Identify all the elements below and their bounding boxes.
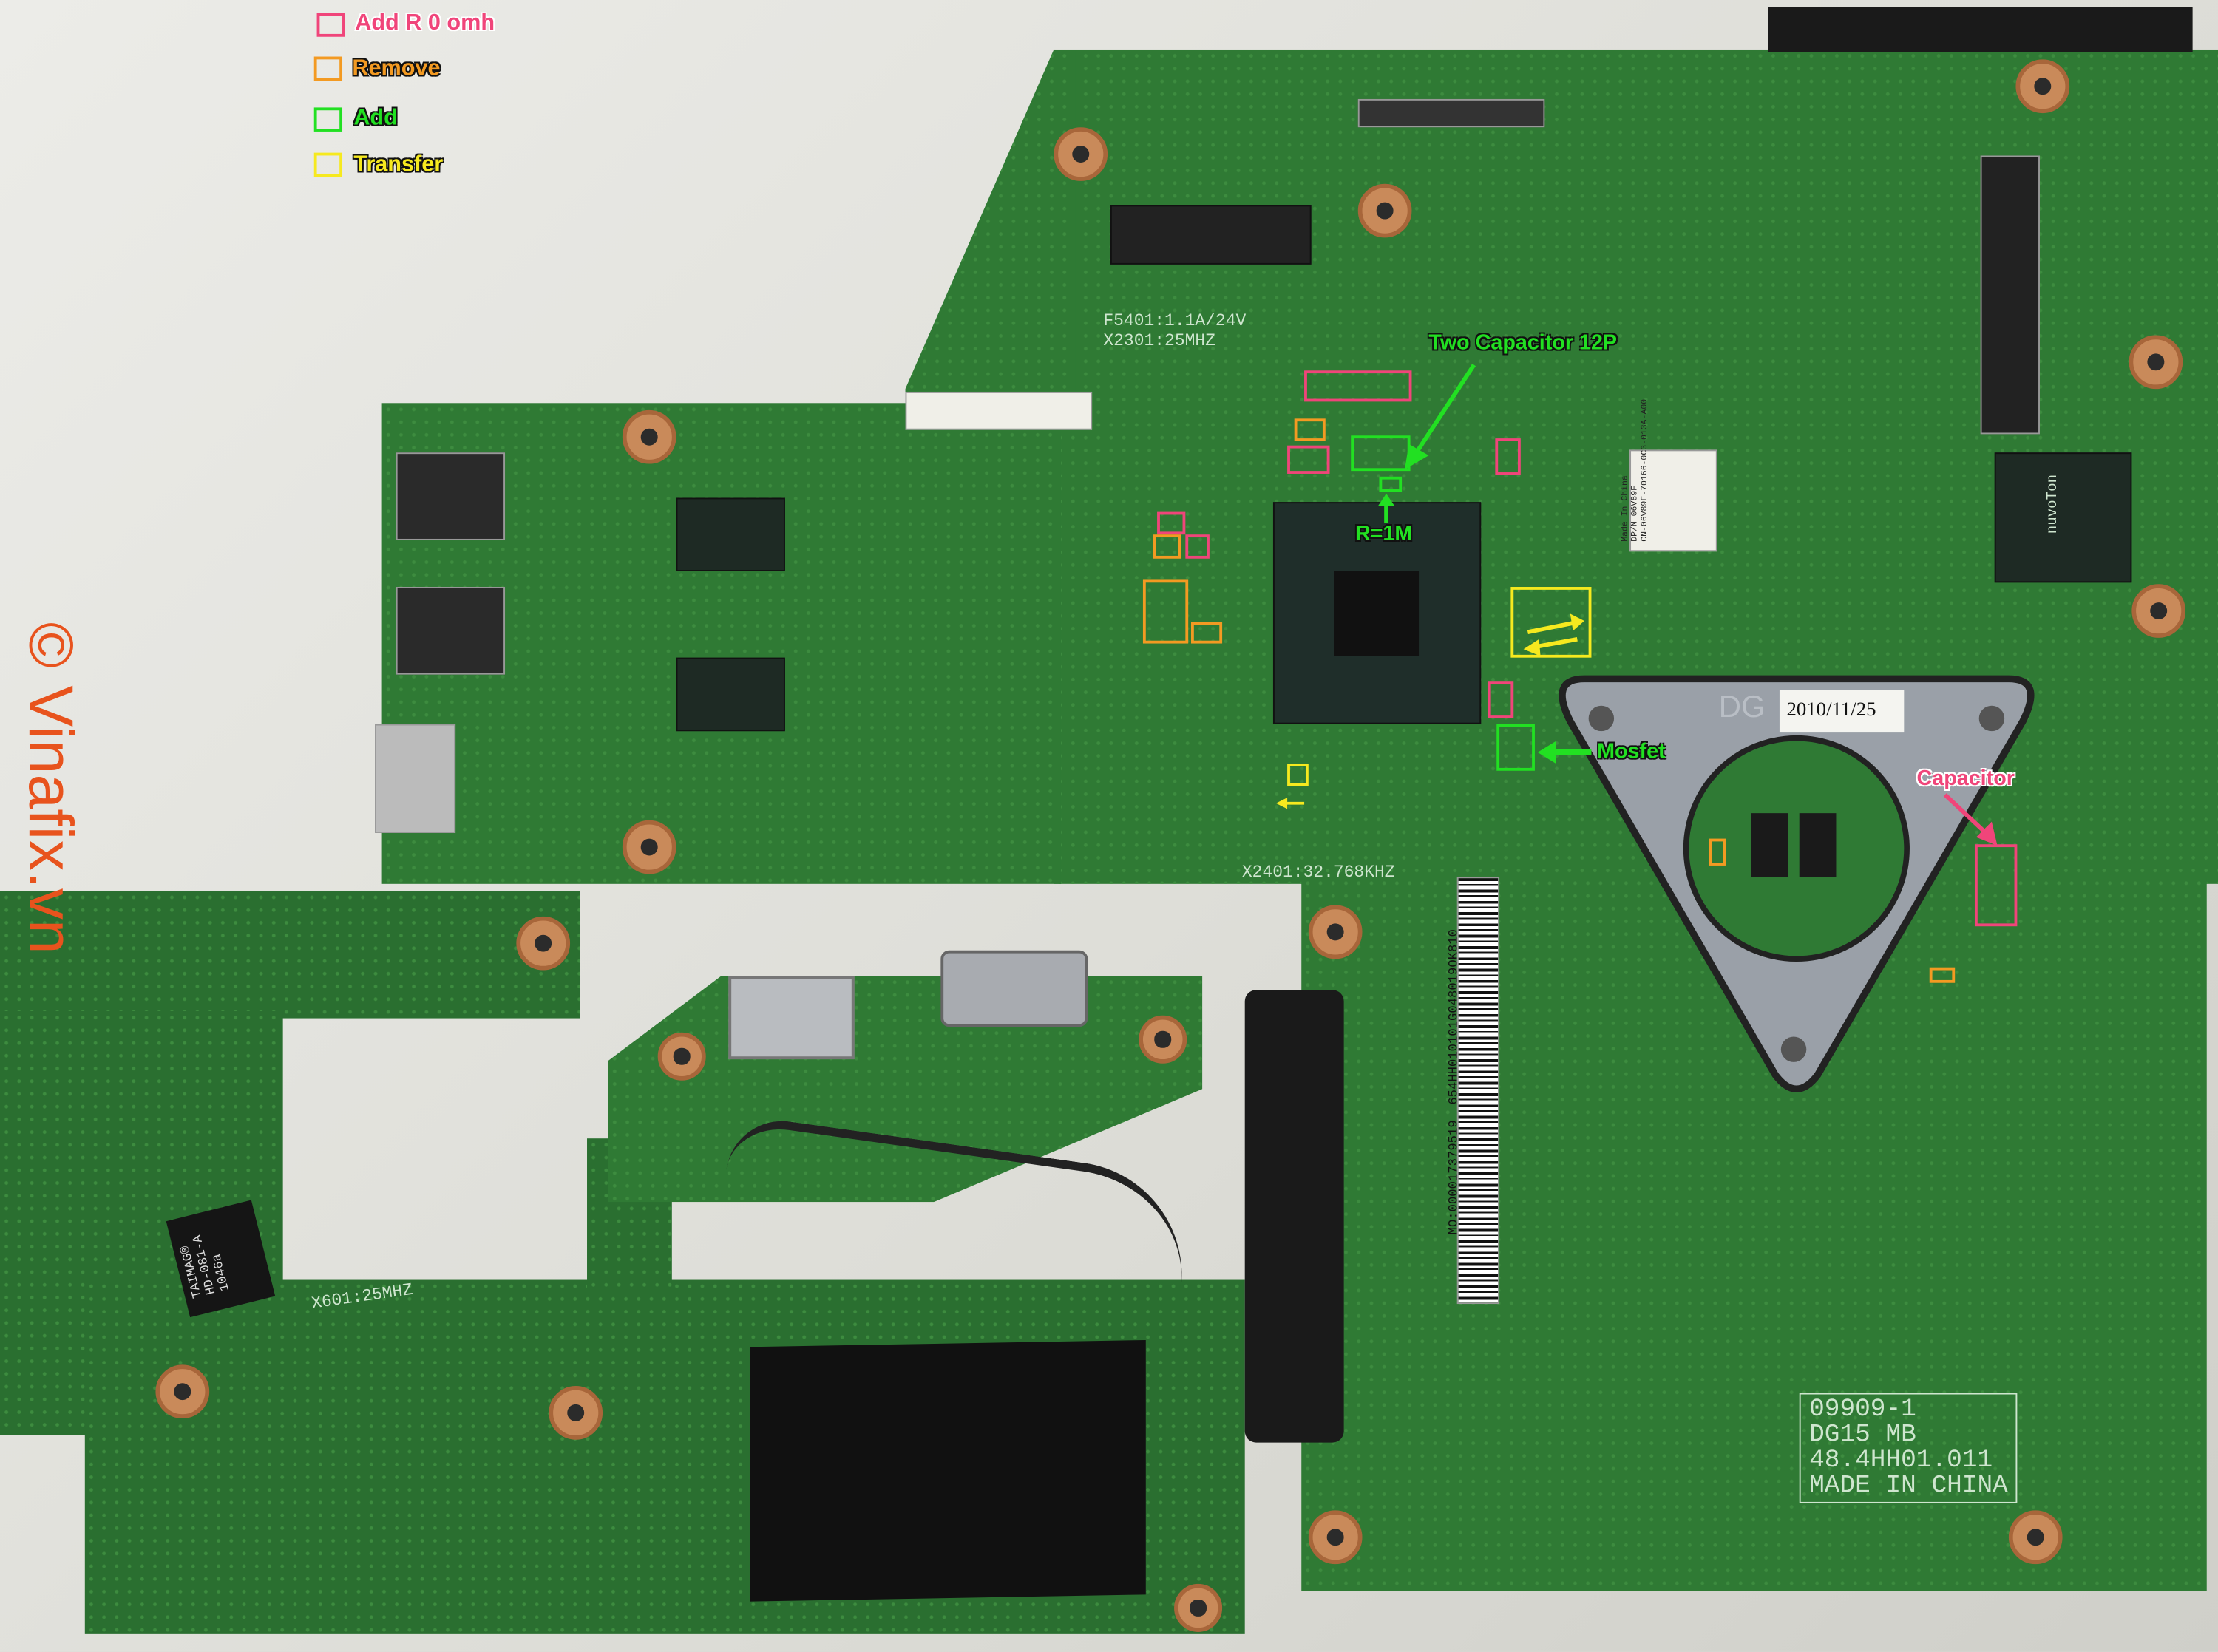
legend-swatch-add-r0 [316, 13, 345, 37]
add-r0-box [1157, 511, 1186, 535]
legend-label: Transfer [353, 152, 444, 177]
mounting-hole [2015, 59, 2070, 114]
transfer-box [1287, 764, 1309, 786]
mounting-hole [2129, 335, 2183, 390]
legend-swatch-add [313, 107, 343, 132]
add-r0-box [1287, 445, 1330, 474]
mounting-hole [1308, 1510, 1363, 1565]
legend-swatch-remove [313, 56, 343, 81]
legend-swatch-transfer [313, 152, 343, 177]
mounting-hole [657, 1032, 706, 1081]
add-resistor-box [1379, 476, 1403, 492]
top-connector-strip [1768, 7, 2193, 52]
remove-box [1142, 579, 1189, 644]
barcode-label [1456, 877, 1500, 1305]
cpu-chip [1272, 502, 1482, 724]
remove-box [1190, 622, 1223, 644]
mounting-hole [1054, 127, 1108, 181]
ec-chip: nuvoTon [1994, 452, 2132, 583]
main-board-bottom [1301, 877, 2207, 1591]
audio-jack [396, 587, 506, 675]
transfer-arrows-icon [1523, 613, 1584, 656]
mosfet-row [1110, 205, 1312, 265]
hdmi-port [375, 724, 456, 833]
mosfet-arrow-icon [1537, 741, 1592, 764]
audio-jack [396, 452, 506, 540]
transfer-small-arrow-icon [1275, 798, 1305, 809]
add-r0-box [1304, 370, 1412, 402]
legend-label: Add R 0 omh [355, 11, 495, 35]
io-board-right [587, 1138, 672, 1294]
add-r0-box [1495, 438, 1521, 475]
lcd-connector [905, 391, 1093, 430]
remove-box [1709, 838, 1726, 866]
add-r0-box [1488, 681, 1514, 718]
mounting-hole [2131, 584, 2186, 638]
mounting-hole [549, 1386, 603, 1440]
mounting-hole [1357, 183, 1412, 238]
two-capacitor-arrow-icon [1404, 364, 1476, 470]
legend-label: Add [353, 106, 398, 131]
sticker-label [1629, 449, 1717, 552]
vga-port [940, 950, 1088, 1027]
transfer-box [1510, 587, 1592, 658]
r1m-arrow-icon [1377, 493, 1395, 523]
capacitor-label: Capacitor [1916, 766, 2015, 791]
add-r0-box [1185, 534, 1210, 559]
mosfet-label: Mosfet [1597, 739, 1666, 764]
remove-box [1294, 418, 1326, 441]
mounting-hole [1308, 905, 1363, 959]
io-board [0, 891, 580, 1019]
usb-port [728, 976, 855, 1060]
keyboard-connector [1357, 98, 1545, 128]
hdd-connector [1244, 990, 1344, 1443]
mounting-hole [1174, 1583, 1223, 1632]
fpc-connector [1980, 155, 2040, 435]
mounting-hole [622, 409, 676, 464]
legend-label: Remove [352, 56, 441, 81]
remove-box [1153, 534, 1181, 559]
ram-chip [676, 657, 785, 732]
remove-box [1929, 967, 1956, 983]
mounting-hole [516, 916, 571, 971]
ram-chip [676, 497, 785, 571]
mounting-hole [622, 820, 676, 874]
capacitor-arrow-icon [1943, 793, 1998, 846]
cpu-heatsink-bracket [1559, 675, 2035, 1092]
mounting-hole [155, 1364, 210, 1419]
mounting-hole [2008, 1510, 2063, 1565]
mounting-hole [1139, 1015, 1187, 1064]
two-capacitor-label: Two Capacitor 12P [1428, 330, 1618, 356]
add-mosfet-box [1496, 724, 1535, 771]
date-sticker [1779, 690, 1905, 733]
resistor-label: R=1M [1354, 522, 1413, 546]
capacitor-box [1974, 844, 2018, 927]
